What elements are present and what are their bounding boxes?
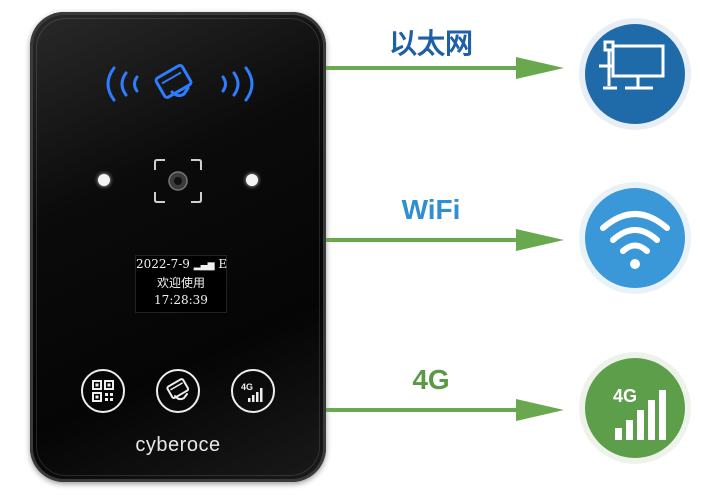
- ethernet-computer-icon: [579, 18, 691, 130]
- 4g-button-label: 4G: [241, 382, 253, 392]
- card-swipe-icon: [166, 378, 190, 399]
- indicator-light-right: [246, 174, 258, 186]
- brand-logo-text: cyberoce: [135, 434, 221, 456]
- wifi-icon: [579, 182, 691, 294]
- 4g-signal-bars-icon: [248, 388, 263, 402]
- access-control-device: 2022-7-9 ▂▄▆ E 欢迎使用 17:28:39: [30, 12, 326, 482]
- nfc-wave-right-icon: [221, 66, 254, 102]
- nfc-card-icon: [154, 63, 193, 99]
- 4g-button[interactable]: 4G: [230, 368, 276, 414]
- ethernet-label: 以太网: [388, 28, 473, 59]
- qr-code-icon: [92, 380, 114, 402]
- nfc-wave-left-icon: [106, 66, 139, 102]
- device-bezel: [36, 18, 320, 476]
- ethernet-arrow: [326, 57, 564, 79]
- qr-code-button[interactable]: [80, 368, 126, 414]
- 4g-signal-icon: 4G: [579, 352, 691, 464]
- signal-icon: ▂▄▆: [193, 261, 215, 271]
- indicator-light-left: [98, 174, 110, 186]
- 4g-icon-text: 4G: [613, 386, 637, 406]
- 4g-arrow: [326, 399, 564, 421]
- display-date: 2022-7-9: [136, 257, 190, 271]
- display-date-line: 2022-7-9 ▂▄▆ E: [136, 256, 228, 275]
- wifi-label: WiFi: [401, 194, 461, 225]
- wifi-arrow: [326, 229, 564, 251]
- camera-icon: [154, 159, 202, 203]
- card-button[interactable]: [155, 368, 201, 414]
- 4g-label: 4G: [412, 364, 450, 395]
- display-time: 17:28:39: [154, 293, 208, 307]
- nfc-indicator: [30, 62, 326, 106]
- display-welcome: 欢迎使用: [156, 276, 205, 290]
- oled-display: 2022-7-9 ▂▄▆ E 欢迎使用 17:28:39: [135, 255, 227, 313]
- display-mode: E: [218, 257, 228, 271]
